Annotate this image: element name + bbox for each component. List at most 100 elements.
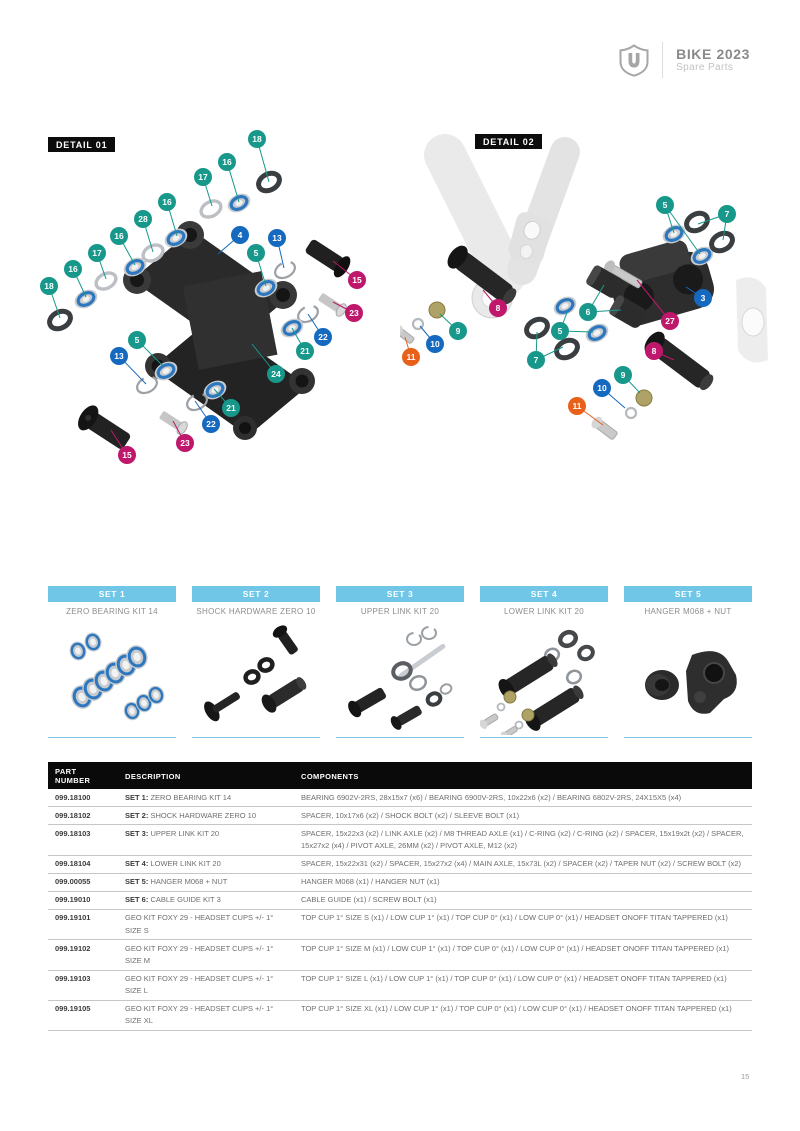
table-row: 099.18104 SET 4: LOWER LINK KIT 20 SPACE… (48, 855, 752, 874)
callout-10 (426, 335, 444, 353)
o-ring-icon (684, 210, 711, 234)
set-3-column: SET 3 UPPER LINK KIT 20 (336, 586, 464, 738)
part-number-cell: 099.18103 (48, 824, 118, 856)
set-1-header: SET 1 (48, 586, 176, 602)
bearing-icon (222, 188, 256, 218)
callout-number: 16 (162, 197, 172, 207)
callout-number: 10 (430, 339, 440, 349)
components-cell: SPACER, 15x22x31 (x2) / SPACER, 15x27x2 … (294, 855, 752, 874)
screw-bolt-icon (400, 325, 415, 344)
callout-number: 9 (456, 326, 461, 336)
callout-number: 16 (222, 157, 232, 167)
description-cell: SET 6: CABLE GUIDE KIT 3 (118, 891, 294, 910)
callout-number: 24 (271, 369, 281, 379)
callout-6 (579, 303, 597, 321)
callout-number: 17 (92, 248, 102, 258)
callout-7 (527, 351, 545, 369)
exploded-parts-art (47, 170, 351, 449)
set-1-name: ZERO BEARING KIT 14 (66, 607, 158, 616)
parts-table-body: 099.18100 SET 1: ZERO BEARING KIT 14 BEA… (48, 789, 752, 1032)
components-header: COMPONENTS (294, 762, 752, 789)
callout-23 (176, 434, 194, 452)
callout-21 (296, 342, 314, 360)
table-row: 099.00055 SET 5: HANGER M068 + NUT HANGE… (48, 873, 752, 892)
callout-16 (218, 153, 236, 171)
o-ring-icon (47, 308, 74, 332)
brand-text: BIKE 2023 Spare Parts (676, 46, 750, 74)
set-4-header: SET 4 (480, 586, 608, 602)
callout-15 (348, 271, 366, 289)
callout-5 (247, 244, 265, 262)
callout-number: 5 (558, 326, 563, 336)
description-cell: GEO KIT FOXY 29 - HEADSET CUPS +/- 1° SI… (118, 909, 294, 941)
callout-number: 8 (652, 346, 657, 356)
part-number-cell: 099.18104 (48, 855, 118, 874)
set-3-image (336, 619, 464, 738)
callout-5 (128, 331, 146, 349)
components-cell: SPACER, 10x17x6 (x2) / SHOCK BOLT (x2) /… (294, 806, 752, 826)
description-cell: GEO KIT FOXY 29 - HEADSET CUPS +/- 1° SI… (118, 1000, 294, 1032)
brand-shield-logo-icon (619, 43, 649, 77)
set-4-image (479, 619, 608, 740)
callout-5 (656, 196, 674, 214)
bushing-icon (586, 265, 624, 298)
c-ring-icon (271, 257, 299, 283)
table-row: 099.19103 GEO KIT FOXY 29 - HEADSET CUPS… (48, 970, 752, 1001)
description-header: DESCRIPTION (118, 762, 294, 789)
callout-leader-line (664, 204, 701, 255)
bearing-icon (580, 318, 614, 348)
callout-number: 7 (725, 209, 730, 219)
components-cell: CABLE GUIDE (x1) / SCREW BOLT (x1) (294, 891, 752, 910)
callout-number: 11 (573, 401, 582, 411)
callout-number: 16 (114, 231, 124, 241)
callout-number: 16 (68, 264, 78, 274)
detail-01-label: DETAIL 01 (48, 137, 116, 152)
callout-23 (345, 304, 363, 322)
washer-icon (91, 268, 121, 294)
components-cell: SPACER, 15x22x3 (x2) / LINK AXLE (x2) / … (294, 824, 752, 856)
brand-divider (662, 42, 664, 78)
set-2-name: SHOCK HARDWARE ZERO 10 (196, 607, 316, 616)
brand-subtitle: Spare Parts (676, 61, 734, 73)
callout-number: 21 (300, 346, 310, 356)
detail-02-diagram: DETAIL 02 (400, 130, 770, 480)
callout-16 (64, 260, 82, 278)
components-cell: TOP CUP 1° SIZE S (x1) / LOW CUP 1° (x1)… (294, 909, 752, 941)
part-number-cell: 099.19101 (48, 909, 118, 941)
callout-number: 10 (597, 383, 607, 393)
callout-8 (645, 342, 663, 360)
parts-table: PART NUMBER DESCRIPTION COMPONENTS 099.1… (48, 762, 752, 1032)
pivot-bolt-icon (78, 405, 131, 449)
set-5-column: SET 5 HANGER M068 + NUT (624, 586, 752, 738)
callout-number: 6 (586, 307, 591, 317)
callout-number: 27 (665, 316, 675, 326)
callout-17 (194, 168, 212, 186)
set-2-header: SET 2 (192, 586, 320, 602)
part-number-cell: 099.18102 (48, 806, 118, 826)
screw-bolt-icon (318, 293, 347, 317)
main-axle-icon (447, 245, 517, 305)
callout-10 (593, 379, 611, 397)
callout-13 (110, 347, 128, 365)
callout-number: 18 (44, 281, 54, 291)
callout-number: 23 (349, 308, 359, 318)
description-cell: SET 3: UPPER LINK KIT 20 (118, 824, 294, 856)
callout-number: 17 (198, 172, 208, 182)
table-row: 099.18100 SET 1: ZERO BEARING KIT 14 BEA… (48, 789, 752, 808)
set-3-header: SET 3 (336, 586, 464, 602)
main-axle-icon (644, 331, 714, 391)
components-cell: BEARING 6902V-2RS, 28x15x7 (x6) / BEARIN… (294, 789, 752, 808)
table-row: 099.18102 SET 2: SHOCK HARDWARE ZERO 10 … (48, 806, 752, 826)
callout-3 (694, 289, 712, 307)
part-number-header: PART NUMBER (48, 762, 118, 789)
washer-icon (624, 406, 638, 420)
callout-28 (134, 210, 152, 228)
callout-number: 21 (226, 403, 236, 413)
set-5-image (624, 619, 752, 738)
set-4-column: SET 4 LOWER LINK KIT 20 (479, 586, 608, 740)
callout-number: 5 (254, 248, 259, 258)
description-cell: SET 1: ZERO BEARING KIT 14 (118, 789, 294, 808)
description-cell: SET 4: LOWER LINK KIT 20 (118, 855, 294, 874)
